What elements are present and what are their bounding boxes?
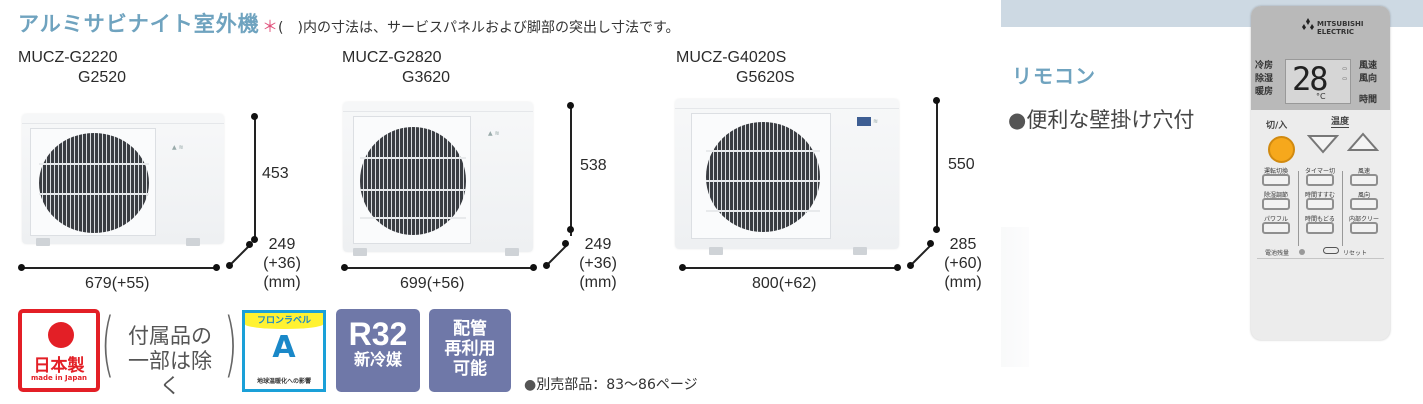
unit-3-model: MUCZ-G4020S G5620S xyxy=(676,48,795,88)
unit-1-height: 453 xyxy=(262,165,289,182)
unit-1-image: ▲ ≋ xyxy=(22,114,224,246)
fan-grille-icon xyxy=(39,133,149,233)
lcd-display: 28 °C ▭ ▭ xyxy=(1285,59,1351,104)
unit-2-width: 699(+56) xyxy=(400,275,465,292)
width-dimension-line xyxy=(21,267,217,269)
fan-grille-icon xyxy=(360,127,466,235)
section-title: アルミサビナイト室外機 xyxy=(18,12,260,36)
optional-parts-note: ●別売部品：83〜86ページ xyxy=(524,377,698,393)
bullet-icon: ● xyxy=(524,377,537,393)
remote-control-image: MITSUBISHI ELECTRIC 冷房 除湿 暖房 風速 風向 時間 28… xyxy=(1251,6,1390,340)
unit-2-height: 538 xyxy=(580,157,607,174)
power-button-icon xyxy=(1268,136,1295,163)
unit-3-model-line1: MUCZ-G4020S xyxy=(676,49,787,66)
unit-1-width: 679(+55) xyxy=(85,275,150,292)
dimension-note: ＊( )内の寸法は、サービスパネルおよび脚部の突出し寸法です。 xyxy=(262,13,680,37)
pipe-reuse-badge: 配管 再利用 可能 xyxy=(429,309,511,392)
r32-refrigerant-badge: R32 新冷媒 xyxy=(336,309,420,392)
remote-section-title: リモコン xyxy=(1012,64,1096,88)
unit-3-width: 800(+62) xyxy=(752,275,817,292)
mitsubishi-logo-icon xyxy=(1302,18,1314,30)
reset-button-icon xyxy=(1323,247,1339,254)
unit-2-depth: 249 (+36) (mm) xyxy=(579,236,617,291)
unit-2-model-line2: G3620 xyxy=(402,69,451,86)
remote-feature: ●便利な壁掛け穴付 xyxy=(1008,108,1195,132)
unit-2-model: MUCZ-G2820 G3620 xyxy=(342,48,450,88)
width-dimension-line xyxy=(344,267,534,269)
brand-label-icon xyxy=(857,117,871,126)
temp-up-icon xyxy=(1347,132,1379,151)
fan-grille-icon xyxy=(706,122,820,232)
faded-image-edge xyxy=(1001,227,1029,367)
unit-1-model-line2: G2520 xyxy=(78,69,127,86)
height-dimension-line xyxy=(570,106,572,236)
temp-down-icon xyxy=(1307,135,1339,154)
unit-2-model-line1: MUCZ-G2820 xyxy=(342,49,442,66)
width-dimension-line xyxy=(682,267,898,269)
accessory-exception-note: ( 付属品の 一部は除く ) xyxy=(100,303,238,398)
unit-1-model: MUCZ-G2220 G2520 xyxy=(18,48,126,88)
dimension-note-text: ( )内の寸法は、サービスパネルおよび脚部の突出し寸法です。 xyxy=(278,20,680,36)
unit-3-height: 550 xyxy=(948,156,975,173)
made-in-japan-badge: 日本製 made in Japan xyxy=(18,309,100,392)
unit-1-model-line1: MUCZ-G2220 xyxy=(18,49,118,66)
temperature-display: 28 xyxy=(1292,60,1329,98)
freon-label-badge: フロンラベル A 地球温暖化への影響 xyxy=(242,310,326,392)
unit-3-image: ≋ xyxy=(675,99,899,255)
unit-1-depth: 249 (+36) (mm) xyxy=(263,236,301,291)
rising-sun-icon xyxy=(48,322,74,348)
height-dimension-line xyxy=(254,117,256,239)
asterisk-icon: ＊ xyxy=(262,17,279,36)
unit-2-image: ▲ ≋ xyxy=(343,102,533,256)
mitsubishi-logo-icon: ▲ ≋ xyxy=(172,144,184,151)
unit-3-model-line2: G5620S xyxy=(736,69,795,86)
height-dimension-line xyxy=(936,101,938,231)
mitsubishi-logo-icon: ▲ ≋ xyxy=(488,130,500,137)
unit-3-depth: 285 (+60) (mm) xyxy=(944,236,982,291)
bullet-icon: ● xyxy=(1008,108,1027,132)
